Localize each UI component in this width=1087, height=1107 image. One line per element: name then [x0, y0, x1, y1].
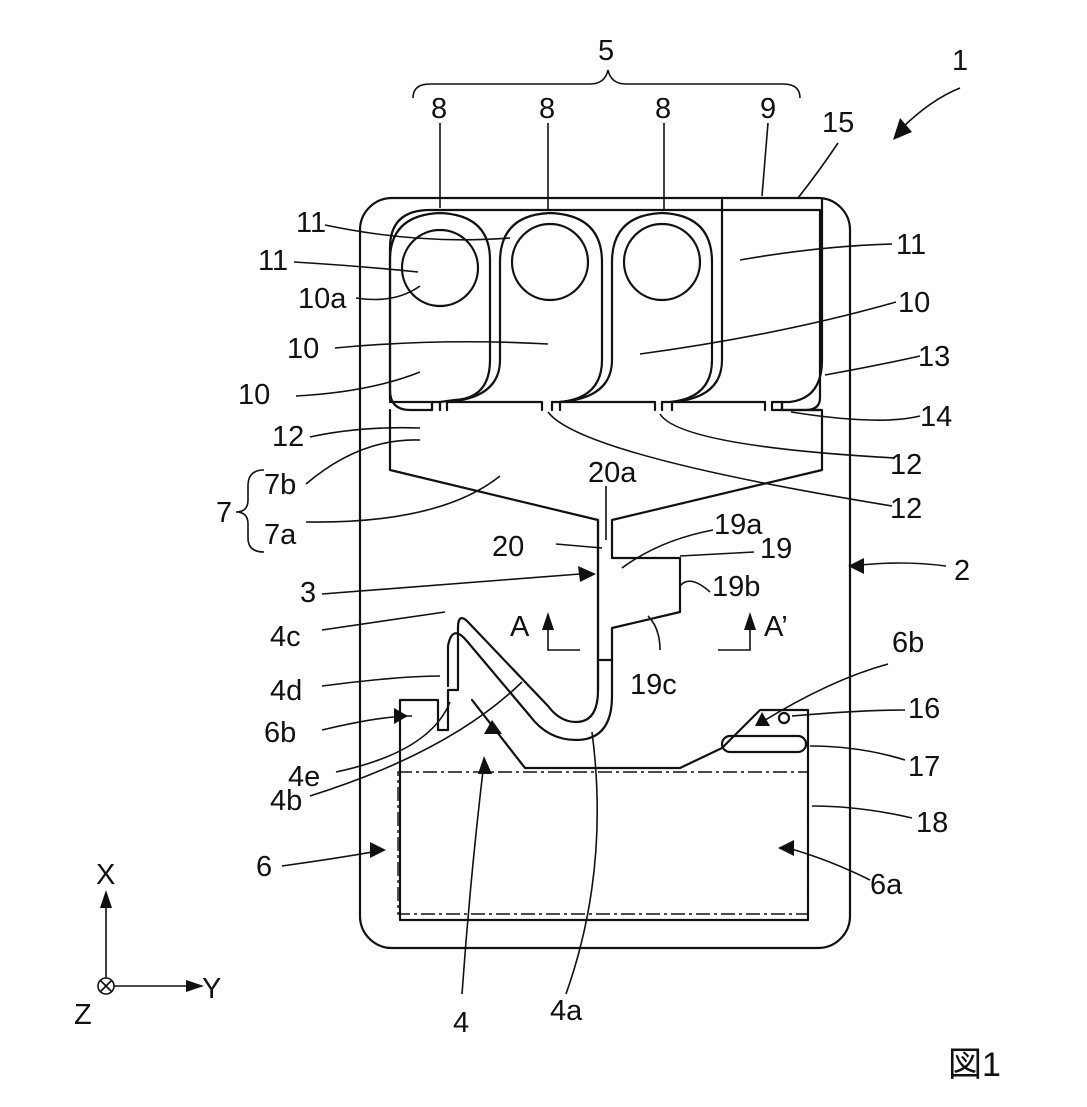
label-18: 18: [916, 807, 948, 839]
label-19a: 19a: [714, 509, 763, 541]
section-marker-a: [542, 612, 580, 650]
brace-5: [413, 70, 800, 98]
leader-arrowheads: [370, 558, 864, 858]
label-7: 7: [216, 497, 232, 529]
well-1-wall: [390, 213, 490, 402]
label-6a: 6a: [870, 869, 903, 901]
label-20: 20: [492, 531, 524, 563]
figure-label: 図1: [948, 1046, 1001, 1084]
label-19b: 19b: [712, 571, 760, 603]
well-1-inner-circle: [402, 230, 478, 306]
label-axis-x: X: [96, 859, 115, 891]
label-4d: 4d: [270, 675, 302, 707]
label-16: 16: [908, 693, 940, 725]
brace-7: [236, 470, 264, 552]
label-17: 17: [908, 751, 940, 783]
label-12a: 12: [272, 421, 304, 453]
label-4: 4: [453, 1007, 469, 1039]
label-2: 2: [954, 555, 970, 587]
label-10a: 10a: [298, 283, 347, 315]
label-9: 9: [760, 93, 776, 125]
well-2-inner-circle: [512, 224, 588, 300]
label-10b: 10: [898, 287, 930, 319]
label-6: 6: [256, 851, 272, 883]
label-8a: 8: [431, 93, 447, 125]
well-3-inner-circle: [624, 224, 700, 300]
label-4c: 4c: [270, 621, 301, 653]
label-10d: 10: [238, 379, 270, 411]
label-3: 3: [300, 577, 316, 609]
detection-region-18: [398, 772, 808, 914]
arrow-1: [900, 88, 960, 130]
label-4a: 4a: [550, 995, 583, 1027]
label-8b: 8: [539, 93, 555, 125]
label-11b: 11: [258, 245, 288, 277]
label-10c: 10: [287, 333, 319, 365]
label-axis-z: Z: [74, 999, 92, 1031]
label-5: 5: [598, 35, 614, 67]
label-14: 14: [920, 401, 952, 433]
label-A: A: [510, 611, 530, 643]
label-7b: 7b: [264, 469, 296, 501]
label-11a: 11: [296, 207, 326, 239]
label-axis-y: Y: [202, 973, 221, 1005]
label-19c: 19c: [630, 669, 677, 701]
coordinate-axes: [98, 890, 204, 994]
label-11c: 11: [896, 229, 926, 261]
well-4-wall: [672, 200, 822, 402]
label-20a: 20a: [588, 457, 637, 489]
label-6b-right: 6b: [892, 627, 924, 659]
label-15: 15: [822, 107, 854, 139]
label-12c: 12: [890, 493, 922, 525]
label-6b-left: 6b: [264, 717, 296, 749]
constriction-bars: [390, 402, 820, 410]
label-13: 13: [918, 341, 950, 373]
label-12b: 12: [890, 449, 922, 481]
label-1: 1: [952, 45, 968, 77]
label-7a: 7a: [264, 519, 297, 551]
label-8c: 8: [655, 93, 671, 125]
hole-16: [779, 713, 789, 723]
label-A-prime: A’: [764, 611, 788, 643]
slot-17: [722, 736, 806, 752]
section-marker-a-prime: [718, 612, 756, 650]
label-4b: 4b: [270, 785, 302, 817]
card-outline: [360, 198, 850, 948]
well-2-wall: [447, 213, 602, 402]
label-19: 19: [760, 533, 792, 565]
